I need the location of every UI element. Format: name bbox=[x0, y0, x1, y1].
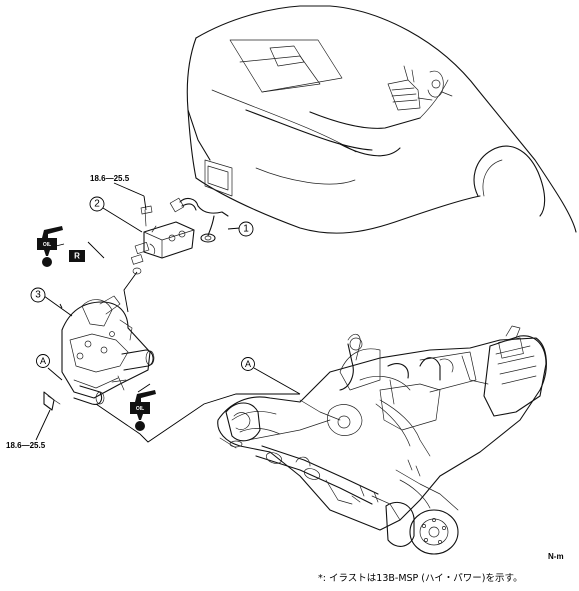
svg-text:A: A bbox=[40, 356, 46, 366]
replace-badge: R bbox=[69, 250, 85, 262]
figure-code: N-m bbox=[548, 552, 564, 561]
illustration-note: *: イラストは13B-MSP (ハイ・パワー)を示す。 bbox=[318, 573, 523, 584]
vehicle-body-illustration bbox=[186, 5, 577, 234]
torque-spec-lower: 18.6—25.5 bbox=[6, 441, 46, 450]
svg-text:3: 3 bbox=[35, 290, 41, 301]
svg-text:R: R bbox=[74, 252, 80, 261]
part3-bracket-assembly bbox=[43, 295, 155, 411]
svg-text:2: 2 bbox=[94, 199, 100, 210]
engine-assembly-illustration bbox=[217, 325, 547, 555]
svg-text:OIL: OIL bbox=[136, 406, 144, 412]
part1-pipe-assembly bbox=[169, 197, 229, 243]
svg-text:OIL: OIL bbox=[43, 242, 51, 248]
callout-1: 1 bbox=[238, 221, 254, 237]
callout-2: 2 bbox=[89, 196, 105, 212]
reference-marker-a-left: A bbox=[36, 354, 50, 368]
part2-hydraulic-unit bbox=[130, 205, 195, 275]
oil-icon: OIL bbox=[130, 390, 156, 431]
svg-text:1: 1 bbox=[243, 224, 249, 235]
svg-text:A: A bbox=[245, 359, 251, 369]
oil-icon: OIL bbox=[37, 226, 63, 267]
callout-3: 3 bbox=[30, 287, 46, 303]
leader-lines bbox=[35, 182, 301, 443]
reference-marker-a-right: A bbox=[241, 357, 255, 371]
torque-spec-upper: 18.6—25.5 bbox=[90, 174, 130, 183]
